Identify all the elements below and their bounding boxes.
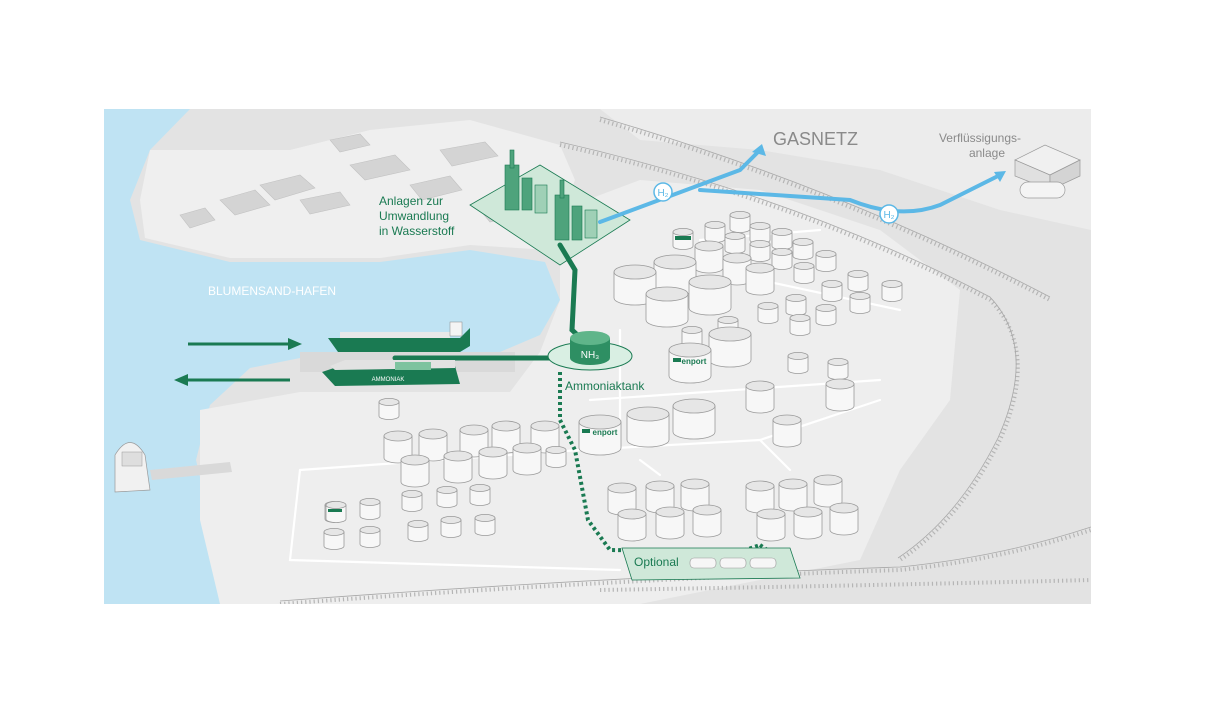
arrow-liquefaction-icon: [994, 171, 1006, 182]
arrow-right-icon: [188, 338, 302, 350]
svg-text:H₂: H₂: [657, 188, 668, 199]
ammonia-tank: NH₃: [547, 331, 633, 371]
label-conversion-line1: Anlagen zur: [379, 194, 443, 208]
enport-tank-2: enport: [668, 342, 712, 384]
enport-tank-3: enport: [578, 414, 622, 456]
label-conversion-line3: in Wasserstoff: [379, 224, 455, 238]
svg-text:H₂: H₂: [883, 210, 894, 221]
label-harbour: BLUMENSAND-HAFEN: [208, 284, 336, 298]
label-optional: Optional: [634, 555, 679, 569]
enport-tank-4: [325, 500, 347, 523]
label-liquefaction-line1: Verflüssigungs-: [939, 131, 1021, 145]
h2-badge-2: H₂: [879, 204, 899, 224]
small-pier: [150, 462, 232, 480]
tanker-ship-incoming: [328, 321, 470, 352]
tanker-ship-ammoniak: AMMONIAK: [322, 360, 460, 386]
label-gasnetz: GASNETZ: [773, 129, 858, 149]
conversion-plant: [504, 149, 598, 241]
arrow-gasnetz-icon: [752, 144, 766, 156]
svg-text:enport: enport: [682, 357, 707, 366]
moored-ship: [114, 442, 151, 493]
rail-wagons: [689, 557, 777, 569]
label-liquefaction-line2: anlage: [969, 146, 1005, 160]
label-ammonia-tank: Ammoniaktank: [565, 379, 645, 393]
svg-text:enport: enport: [593, 428, 618, 437]
svg-text:AMMONIAK: AMMONIAK: [372, 377, 405, 383]
north-land: [600, 109, 1091, 230]
label-conversion-line2: Umwandlung: [379, 209, 449, 223]
h2-badge-1: H₂: [653, 182, 673, 202]
enport-tank-1: [672, 227, 694, 251]
svg-text:NH₃: NH₃: [581, 350, 600, 361]
liquefaction-plant: [1014, 144, 1081, 199]
arrow-left-icon: [174, 374, 290, 386]
harbour-water: [104, 109, 560, 604]
